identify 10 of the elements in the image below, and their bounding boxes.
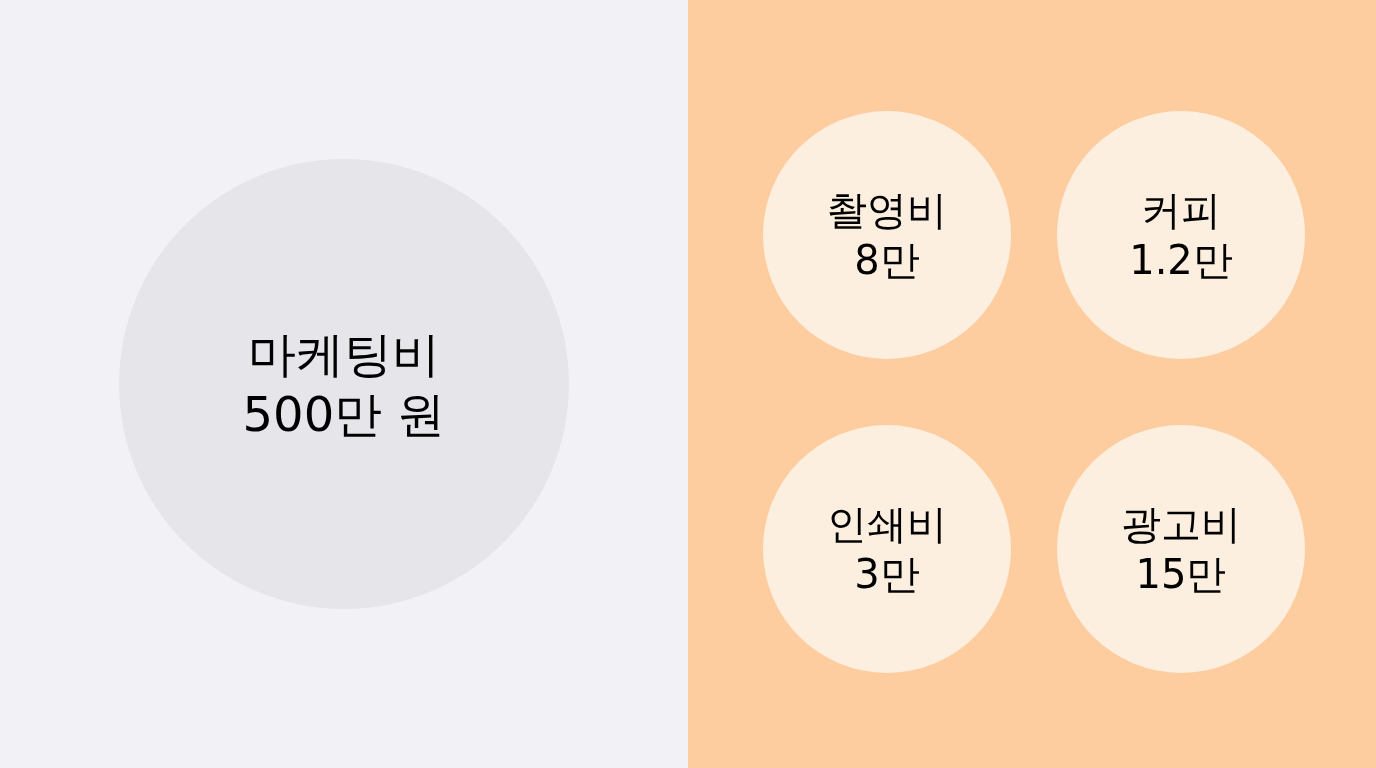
- item-name: 촬영비: [827, 186, 947, 235]
- item-name: 커피: [1141, 186, 1221, 235]
- item-name: 광고비: [1121, 500, 1241, 549]
- amount: 500만 원: [242, 385, 446, 444]
- amount: 1.2만: [1129, 236, 1233, 285]
- amount: 3만: [854, 550, 920, 599]
- item-name: 마케팅비: [248, 325, 440, 384]
- item-name: 인쇄비: [827, 500, 947, 549]
- amount: 8만: [854, 236, 920, 285]
- amount: 15만: [1135, 550, 1227, 599]
